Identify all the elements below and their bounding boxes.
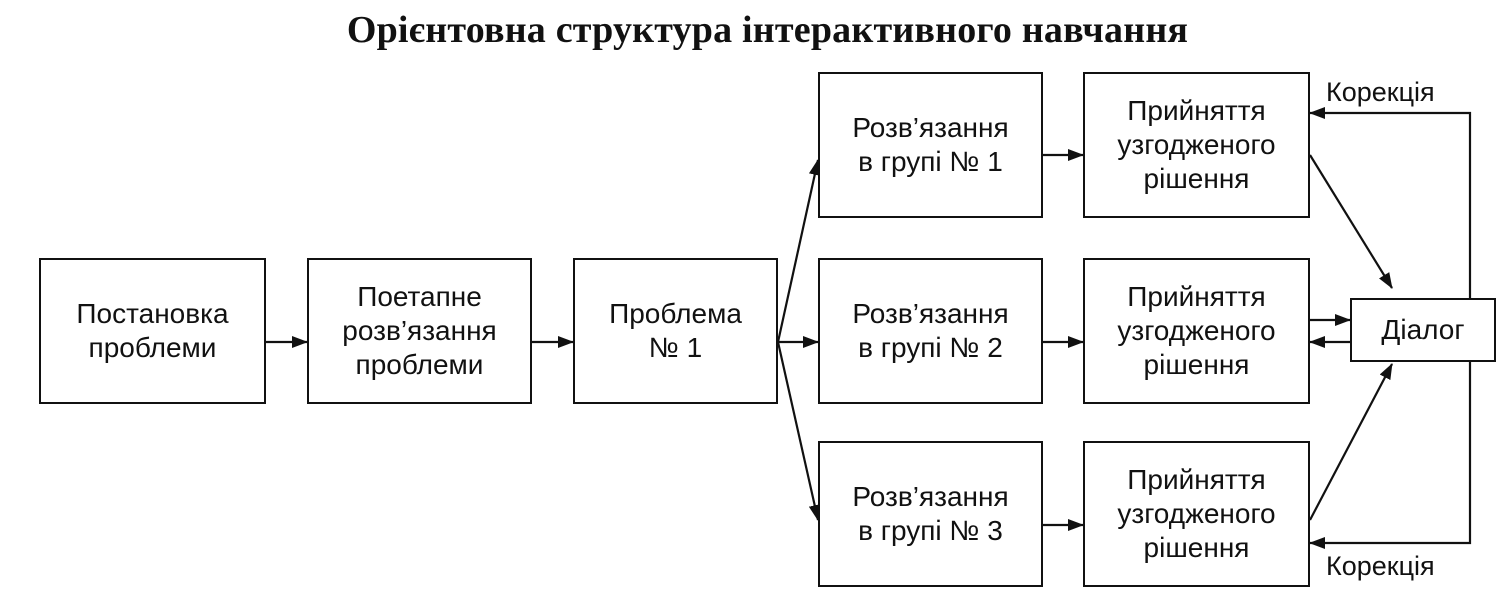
node-decision-3: Прийняття узгодженого рішення (1083, 441, 1310, 587)
arrow-correction-top (1309, 107, 1472, 298)
node-dialog: Діалог (1350, 298, 1496, 362)
arrow-problema-to-group1 (776, 159, 821, 343)
node-group-2: Розв’язання в групі № 2 (818, 258, 1043, 404)
node-postanovka-problemy: Постановка проблеми (39, 258, 266, 404)
arrow-decision1-to-dialog (1309, 154, 1393, 289)
node-poetapne-rozvyazannya: Поетапне розв’язання проблеми (307, 258, 532, 404)
node-problema-1: Проблема № 1 (573, 258, 778, 404)
label-correction-bottom: Корекція (1326, 551, 1435, 581)
arrow-decision3-to-dialog (1309, 363, 1393, 521)
arrow-correction-bottom (1309, 362, 1472, 549)
node-decision-2: Прийняття узгодженого рішення (1083, 258, 1310, 404)
node-decision-1: Прийняття узгодженого рішення (1083, 72, 1310, 218)
arrow-problema-to-group3 (776, 341, 821, 521)
node-group-3: Розв’язання в групі № 3 (818, 441, 1043, 587)
diagram-title: Орієнтовна структура інтерактивного навч… (346, 9, 1189, 51)
node-group-1: Розв’язання в групі № 1 (818, 72, 1043, 218)
label-correction-top: Корекція (1326, 77, 1435, 107)
